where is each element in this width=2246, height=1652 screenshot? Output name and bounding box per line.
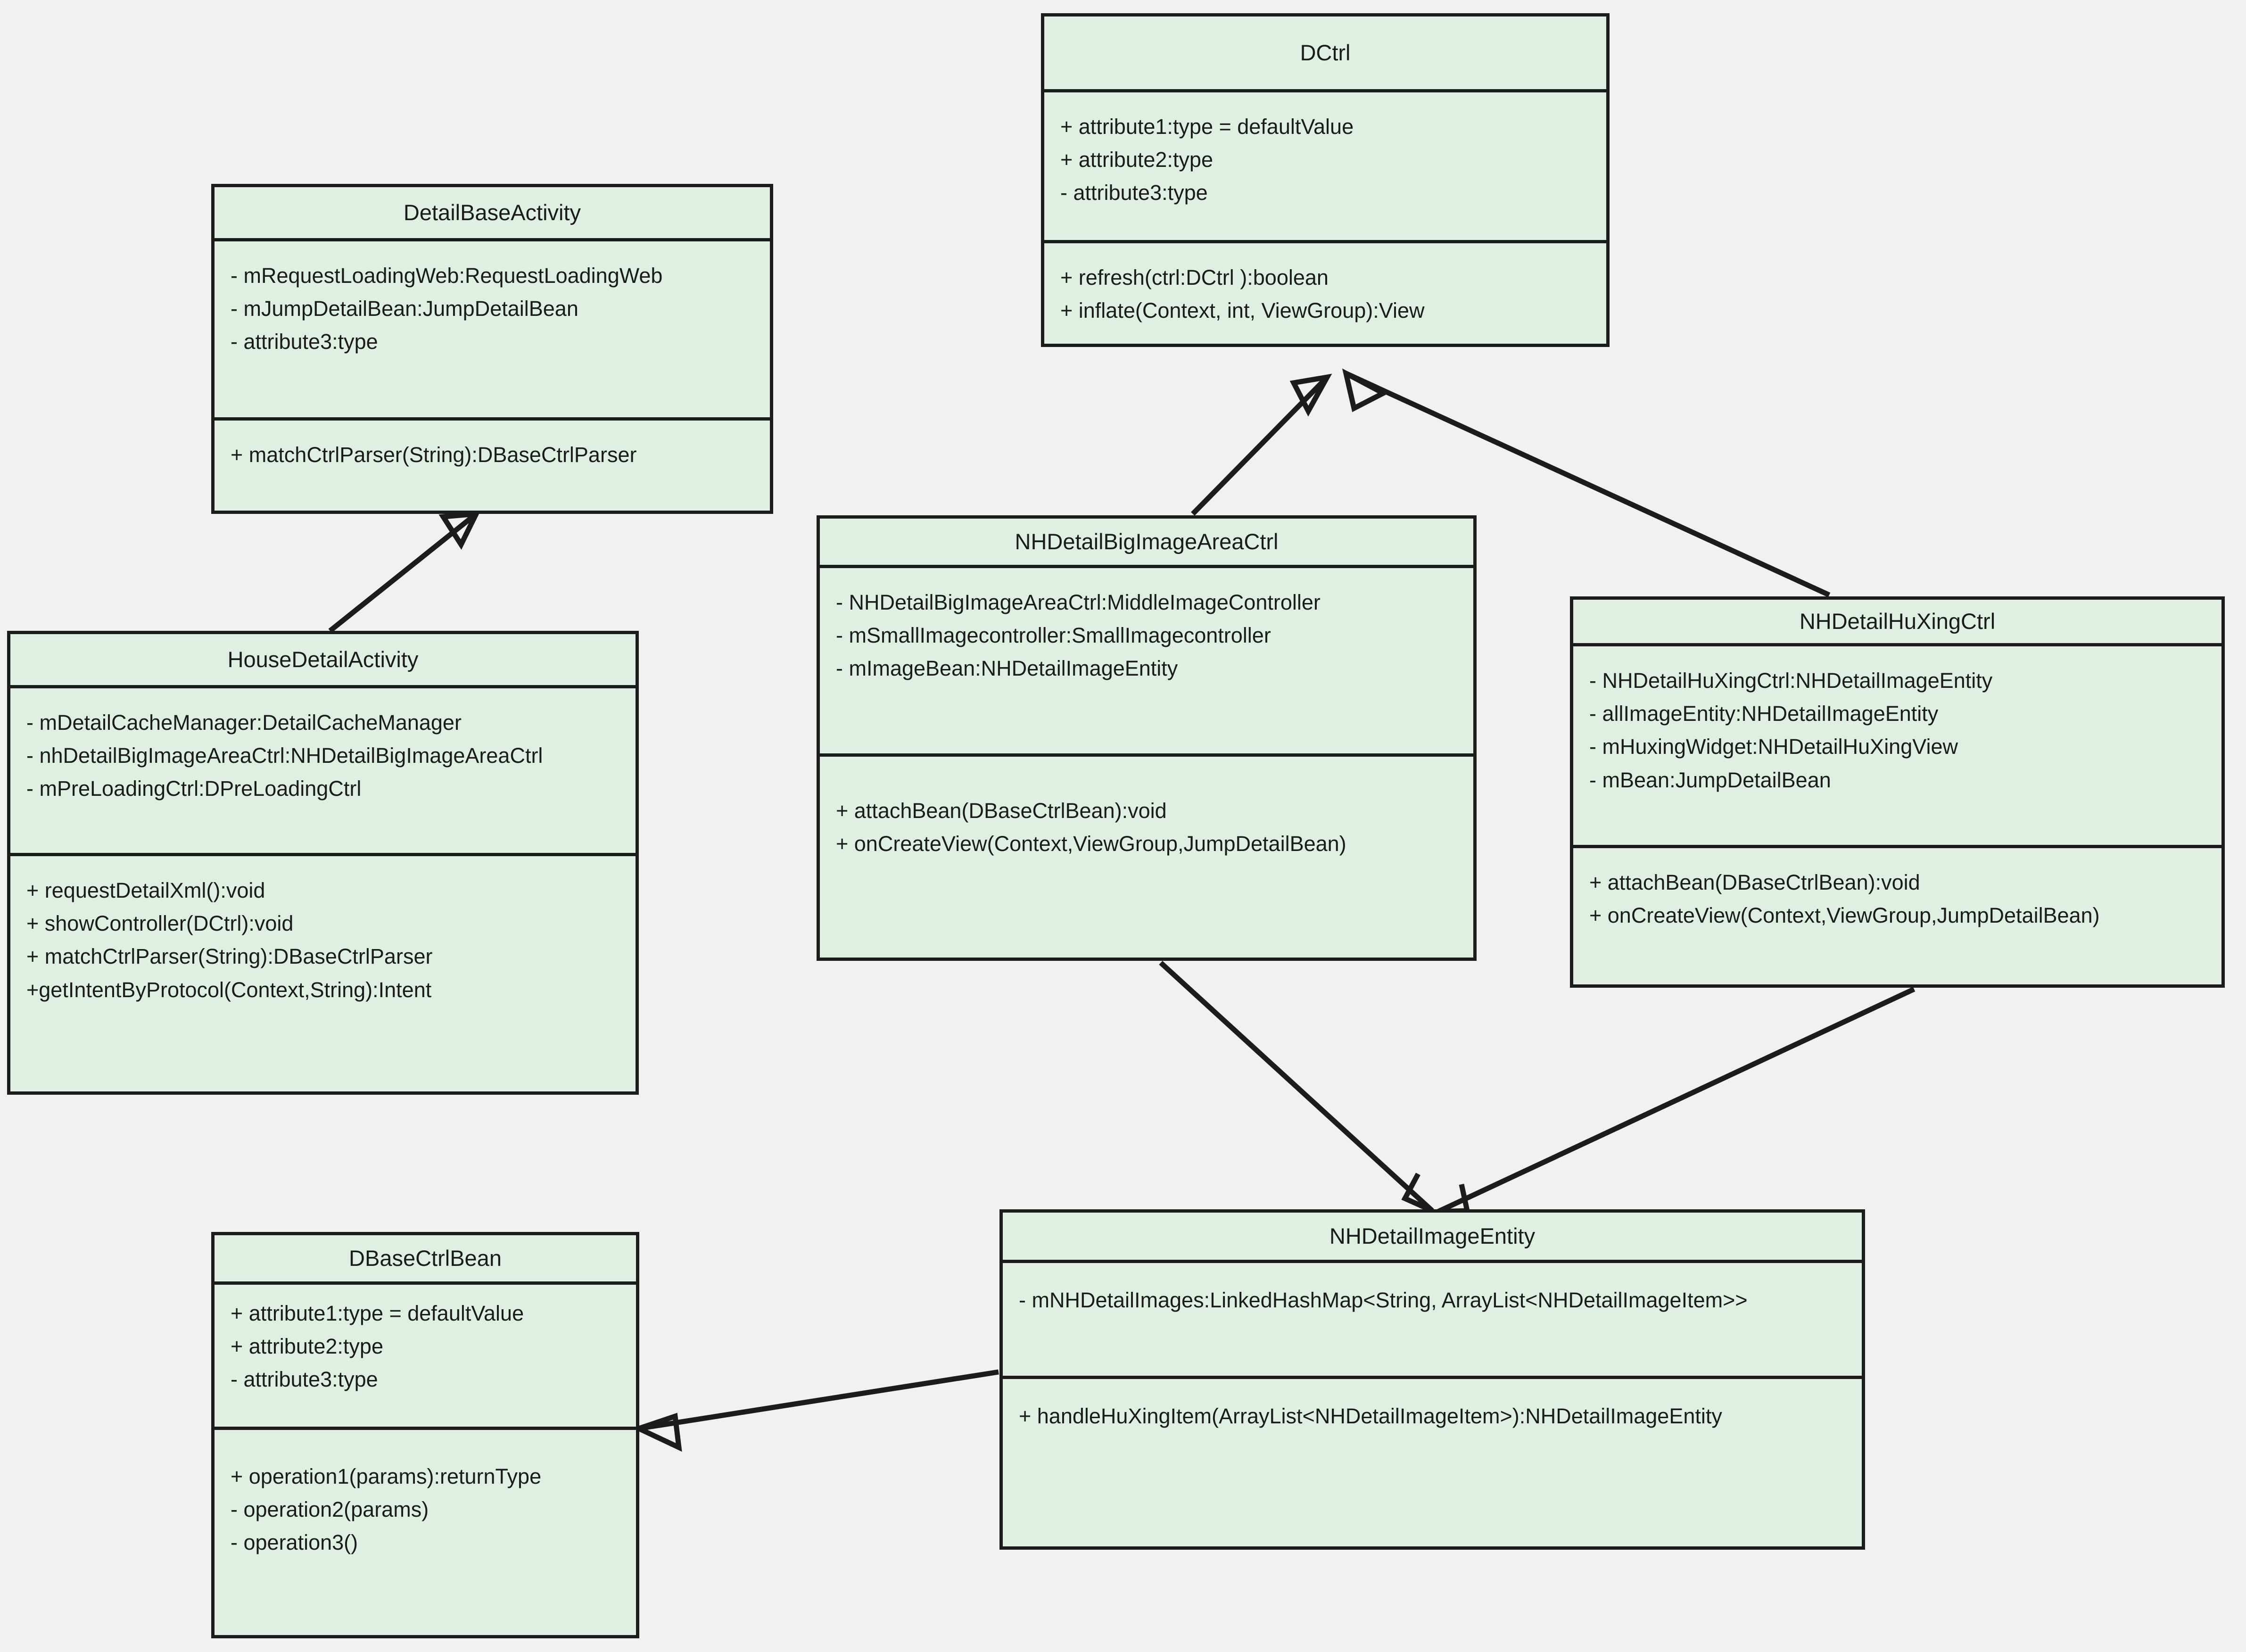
operation-row: + onCreateView(Context,ViewGroup,JumpDet… [836, 832, 1346, 856]
uml-class-dctrl[interactable]: DCtrl + attribute1:type = defaultValue +… [1041, 13, 1610, 347]
class-name-detailbaseactivity: DetailBaseActivity [403, 199, 581, 225]
attribute-row: - NHDetailBigImageAreaCtrl:MiddleImageCo… [836, 590, 1321, 614]
edge-bigimage-to-dctrl [1191, 373, 1332, 516]
attributes-compartment-dbasectrlbean: + attribute1:type = defaultValue + attri… [215, 1281, 636, 1427]
operation-row: + handleHuXingItem(ArrayList<NHDetailIma… [1019, 1404, 1722, 1428]
attribute-row: + attribute2:type [1060, 148, 1213, 172]
attribute-row: - attribute3:type [231, 1367, 378, 1392]
operation-row: + operation1(params):returnType [231, 1464, 542, 1488]
attribute-row: - attribute3:type [231, 330, 378, 354]
operation-row: +getIntentByProtocol(Context,String):Int… [26, 977, 432, 1002]
operations-compartment-detailbaseactivity: + matchCtrlParser(String):DBaseCtrlParse… [215, 417, 770, 511]
attribute-row: - allImageEntity:NHDetailImageEntity [1589, 702, 1939, 726]
edge-imageentity-to-dbasectrlbean [632, 1369, 999, 1452]
operations-compartment-nhdetailhuxingctrl: + attachBean(DBaseCtrlBean):void + onCre… [1573, 845, 2221, 984]
attribute-row: - mNHDetailImages:LinkedHashMap<String, … [1019, 1288, 1748, 1312]
attribute-row: - mRequestLoadingWeb:RequestLoadingWeb [231, 264, 663, 288]
operation-row: + onCreateView(Context,ViewGroup,JumpDet… [1589, 903, 2100, 928]
attribute-row: - mSmallImagecontroller:SmallImagecontro… [836, 623, 1271, 648]
edge-house-to-detailbase [328, 511, 481, 633]
attributes-compartment-nhdetailimageentity: - mNHDetailImages:LinkedHashMap<String, … [1003, 1260, 1862, 1376]
attribute-row: - mPreLoadingCtrl:DPreLoadingCtrl [26, 776, 362, 801]
class-name-dctrl: DCtrl [1300, 40, 1351, 65]
uml-class-detailbaseactivity[interactable]: DetailBaseActivity - mRequestLoadingWeb:… [211, 184, 773, 514]
operations-compartment-dbasectrlbean: + operation1(params):returnType - operat… [215, 1427, 636, 1635]
attribute-row: - mDetailCacheManager:DetailCacheManager [26, 710, 462, 735]
operations-compartment-dctrl: + refresh(ctrl:DCtrl ):boolean + inflate… [1044, 240, 1606, 344]
attributes-compartment-nhdetailhuxingctrl: - NHDetailHuXingCtrl:NHDetailImageEntity… [1573, 643, 2221, 845]
uml-class-nhdetailhuxingctrl[interactable]: NHDetailHuXingCtrl - NHDetailHuXingCtrl:… [1570, 596, 2225, 988]
attributes-compartment-detailbaseactivity: - mRequestLoadingWeb:RequestLoadingWeb -… [215, 238, 770, 417]
operation-row: + matchCtrlParser(String):DBaseCtrlParse… [231, 443, 637, 467]
attribute-row: - NHDetailHuXingCtrl:NHDetailImageEntity [1589, 669, 1993, 693]
class-name-nhdetailhuxingctrl: NHDetailHuXingCtrl [1799, 608, 1996, 634]
operation-row: + showController(DCtrl):void [26, 911, 294, 936]
operation-row: - operation2(params) [231, 1497, 429, 1522]
attribute-row: - nhDetailBigImageAreaCtrl:NHDetailBigIm… [26, 743, 543, 768]
attribute-row: - mJumpDetailBean:JumpDetailBean [231, 297, 578, 321]
uml-class-housedetailactivity[interactable]: HouseDetailActivity - mDetailCacheManage… [7, 631, 639, 1095]
attribute-row: - mBean:JumpDetailBean [1589, 768, 1831, 792]
edge-huxing-to-imageentity [1437, 987, 1916, 1214]
operation-row: + attachBean(DBaseCtrlBean):void [836, 799, 1167, 823]
operation-row: + matchCtrlParser(String):DBaseCtrlParse… [26, 944, 433, 969]
class-name-housedetailactivity: HouseDetailActivity [227, 646, 419, 672]
attributes-compartment-housedetailactivity: - mDetailCacheManager:DetailCacheManager… [10, 685, 636, 853]
attributes-compartment-nhdetailbigimageareactrl: - NHDetailBigImageAreaCtrl:MiddleImageCo… [820, 565, 1473, 753]
class-name-nhdetailimageentity: NHDetailImageEntity [1329, 1223, 1536, 1248]
operation-row: + requestDetailXml():void [26, 878, 265, 902]
attribute-row: - attribute3:type [1060, 181, 1208, 205]
operations-compartment-nhdetailbigimageareactrl: + attachBean(DBaseCtrlBean):void + onCre… [820, 753, 1473, 958]
operation-row: + attachBean(DBaseCtrlBean):void [1589, 870, 1920, 894]
class-name-dbasectrlbean: DBaseCtrlBean [349, 1245, 502, 1271]
uml-class-nhdetailbigimageareactrl[interactable]: NHDetailBigImageAreaCtrl - NHDetailBigIm… [817, 515, 1477, 961]
uml-class-nhdetailimageentity[interactable]: NHDetailImageEntity - mNHDetailImages:Li… [999, 1209, 1865, 1550]
attributes-compartment-dctrl: + attribute1:type = defaultValue + attri… [1044, 89, 1606, 240]
attribute-row: + attribute2:type [231, 1334, 383, 1359]
operation-row: + refresh(ctrl:DCtrl ):boolean [1060, 265, 1329, 289]
attribute-row: + attribute1:type = defaultValue [231, 1301, 524, 1325]
attribute-row: + attribute1:type = defaultValue [1060, 115, 1354, 139]
operations-compartment-housedetailactivity: + requestDetailXml():void + showControll… [10, 853, 636, 1091]
attribute-row: - mImageBean:NHDetailImageEntity [836, 656, 1178, 681]
operations-compartment-nhdetailimageentity: + handleHuXingItem(ArrayList<NHDetailIma… [1003, 1376, 1862, 1546]
attribute-row: - mHuxingWidget:NHDetailHuXingView [1589, 735, 1958, 759]
uml-class-dbasectrlbean[interactable]: DBaseCtrlBean + attribute1:type = defaul… [211, 1232, 639, 1638]
edge-bigimage-to-imageentity [1159, 960, 1434, 1214]
class-name-nhdetailbigimageareactrl: NHDetailBigImageAreaCtrl [1015, 529, 1279, 554]
operation-row: + inflate(Context, int, ViewGroup):View [1060, 298, 1425, 323]
operation-row: - operation3() [231, 1530, 358, 1555]
